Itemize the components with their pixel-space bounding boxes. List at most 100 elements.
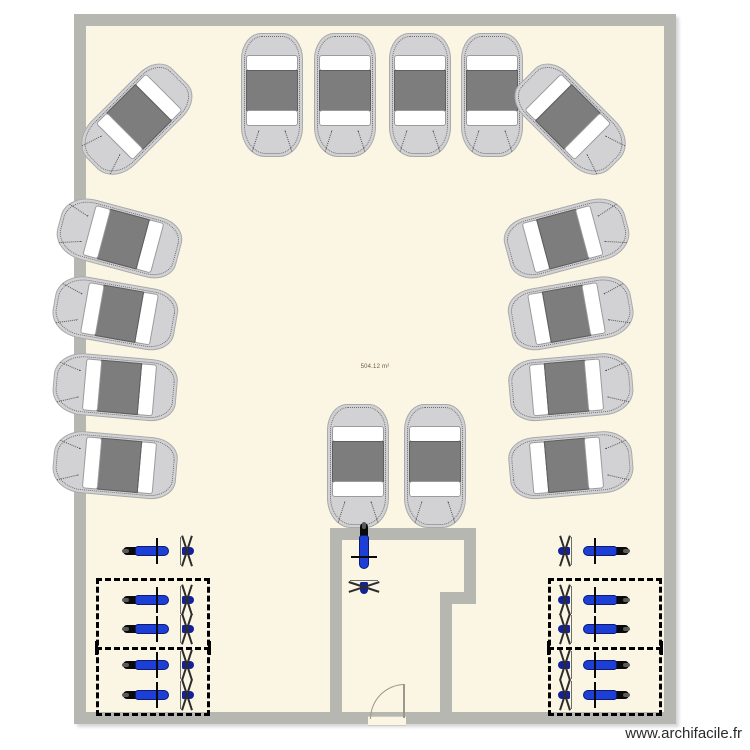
partition-wall-left — [330, 528, 342, 724]
moto-exhaust — [122, 548, 130, 554]
moto-zone-right-divider — [548, 647, 662, 650]
moto-mirror — [570, 614, 573, 644]
car-windshield — [408, 480, 462, 497]
moto-mirror — [179, 536, 182, 566]
moto-exhaust — [122, 662, 130, 668]
moto-fairing — [135, 545, 170, 557]
car-roof — [96, 437, 142, 494]
moto-fairing — [135, 623, 170, 635]
moto-exhaust — [622, 662, 630, 668]
moto-zone-left-tick-1 — [95, 641, 98, 655]
car-roof — [318, 70, 372, 112]
moto-fairing — [135, 689, 170, 701]
car-rear-window — [245, 55, 299, 72]
moto-rear-seat — [123, 690, 143, 700]
parking-space-car-10[interactable] — [50, 428, 180, 502]
moto-fairing — [358, 535, 370, 570]
moto-mirror — [179, 614, 182, 644]
moto-space-left-3[interactable] — [122, 613, 196, 645]
moto-mirror — [179, 650, 182, 680]
moto-exhaust — [122, 597, 130, 603]
partition-wall-right-lower — [440, 592, 452, 724]
moto-handlebar — [593, 615, 596, 643]
moto-space-left-1[interactable] — [122, 535, 196, 567]
moto-fairing — [135, 594, 170, 606]
moto-fairing — [582, 545, 617, 557]
moto-space-center-1[interactable] — [348, 522, 380, 596]
moto-exhaust — [622, 548, 630, 554]
parking-space-car-14[interactable] — [506, 428, 636, 502]
parking-space-car-15[interactable] — [327, 404, 389, 528]
car-rear-window — [318, 55, 372, 72]
moto-mirror — [349, 579, 379, 582]
moto-handlebar — [156, 681, 159, 709]
parking-space-car-5[interactable] — [461, 33, 523, 157]
car-rear-window — [331, 426, 385, 443]
moto-zone-right-tick-1 — [547, 641, 550, 655]
car-roof — [245, 70, 299, 112]
car-roof — [465, 70, 519, 112]
parking-space-car-16[interactable] — [404, 404, 466, 528]
moto-exhaust — [122, 692, 130, 698]
parking-space-car-13[interactable] — [506, 350, 636, 424]
car-rear-window — [465, 55, 519, 72]
car-windshield — [318, 109, 372, 126]
car-windshield — [245, 109, 299, 126]
parking-space-car-4[interactable] — [389, 33, 451, 157]
moto-space-right-3[interactable] — [556, 613, 630, 645]
moto-zone-left-divider — [96, 647, 210, 650]
moto-fairing — [135, 659, 170, 671]
moto-exhaust — [361, 522, 367, 530]
moto-exhaust — [622, 692, 630, 698]
moto-mirror — [179, 680, 182, 710]
moto-rear-seat — [123, 624, 143, 634]
moto-space-left-2[interactable] — [122, 584, 196, 616]
moto-mirror — [570, 536, 573, 566]
parking-space-car-2[interactable] — [241, 33, 303, 157]
moto-mirror — [570, 585, 573, 615]
car-roof — [393, 70, 447, 112]
moto-space-right-2[interactable] — [556, 584, 630, 616]
moto-zone-right-tick-2 — [660, 641, 663, 655]
moto-exhaust — [622, 626, 630, 632]
car-roof — [544, 437, 590, 494]
moto-handlebar — [350, 556, 378, 559]
moto-space-right-5[interactable] — [556, 679, 630, 711]
car-windshield — [393, 109, 447, 126]
moto-fairing — [582, 623, 617, 635]
moto-space-right-4[interactable] — [556, 649, 630, 681]
site-watermark: www.archifacile.fr — [625, 725, 742, 742]
moto-handlebar — [593, 651, 596, 679]
moto-exhaust — [122, 626, 130, 632]
moto-handlebar — [593, 681, 596, 709]
moto-fairing — [582, 594, 617, 606]
moto-mirror — [570, 680, 573, 710]
car-roof — [408, 441, 462, 483]
moto-mirror — [179, 585, 182, 615]
moto-fairing — [582, 659, 617, 671]
partition-wall-right-upper — [464, 528, 476, 604]
moto-handlebar — [156, 651, 159, 679]
moto-space-left-4[interactable] — [122, 649, 196, 681]
moto-mirror — [570, 650, 573, 680]
moto-rear-seat — [123, 660, 143, 670]
moto-space-right-1[interactable] — [556, 535, 630, 567]
moto-handlebar — [156, 615, 159, 643]
moto-handlebar — [593, 537, 596, 565]
car-windshield — [465, 109, 519, 126]
room-area-label: 504.12 m² — [360, 364, 390, 370]
moto-space-left-5[interactable] — [122, 679, 196, 711]
moto-handlebar — [593, 586, 596, 614]
moto-rear-seat — [123, 546, 143, 556]
moto-rear-seat — [123, 595, 143, 605]
partition-wall-top — [330, 528, 476, 540]
moto-fairing — [582, 689, 617, 701]
door-leaf — [403, 684, 405, 718]
moto-exhaust — [622, 597, 630, 603]
car-windshield — [331, 480, 385, 497]
parking-space-car-9[interactable] — [50, 350, 180, 424]
car-rear-window — [408, 426, 462, 443]
parking-space-car-3[interactable] — [314, 33, 376, 157]
moto-handlebar — [156, 586, 159, 614]
